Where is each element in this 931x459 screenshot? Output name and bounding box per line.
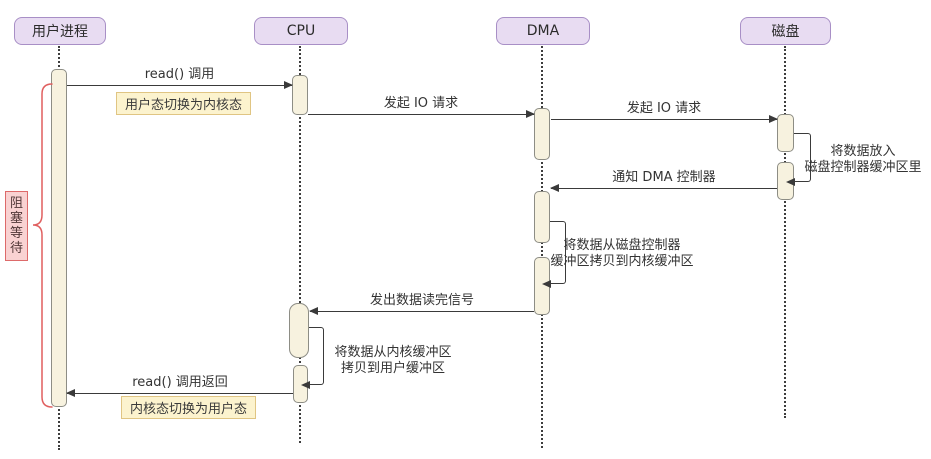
lifeline-header-dma: DMA [496,17,590,45]
arrowhead-left-icon [309,307,318,315]
message-label: 发起 IO 请求 [383,96,459,111]
lifeline-label: DMA [526,23,560,39]
message-notify-dma: 通知 DMA 控制器 [550,170,777,192]
lifeline-cpu [299,46,301,443]
lifeline-header-user-process: 用户进程 [14,17,106,45]
message-label: read() 调用返回 [132,375,228,390]
arrowhead-right-icon [284,81,293,89]
message-data-read-done: 发出数据读完信号 [309,293,534,315]
arrowhead-left-icon [542,280,551,288]
arrowhead-left-icon [550,184,559,192]
lifeline-header-disk: 磁盘 [740,17,831,45]
blocking-brace [32,83,53,408]
message-label: read() 调用 [144,67,215,82]
self-loop-disk [786,133,811,186]
activation-disk-1 [777,114,794,152]
message-io-request-cpu-dma: 发起 IO 请求 [308,96,535,118]
message-read-return: read() 调用返回 [66,375,293,397]
activation-cpu-2 [289,303,309,358]
note-blocking-wait: 阻塞等待 [5,191,28,261]
label-put-data-disk-buffer: 将数据放入 磁盘控制器缓冲区里 [804,144,922,175]
activation-dma-2 [534,191,550,243]
message-io-request-dma-disk: 发起 IO 请求 [551,101,778,123]
note-switch-to-kernel: 用户态切换为内核态 [116,92,252,115]
activation-cpu-1 [292,75,308,115]
message-label: 发起 IO 请求 [626,101,702,116]
lifeline-label: 磁盘 [771,24,800,40]
self-loop-cpu [301,327,324,389]
label-copy-kernel-to-user: 将数据从内核缓冲区 拷贝到用户缓冲区 [334,345,452,376]
label-copy-disk-to-kernel: 将数据从磁盘控制器 缓冲区拷贝到内核缓冲区 [550,238,694,269]
self-loop-dma [542,221,566,288]
activation-dma-1 [534,108,550,160]
arrowhead-left-icon [301,381,310,389]
activation-user-process [51,69,67,407]
message-label: 通知 DMA 控制器 [612,170,716,185]
lifeline-disk [784,46,786,418]
arrowhead-right-icon [526,110,535,118]
lifeline-header-cpu: CPU [254,17,348,45]
arrowhead-left-icon [66,389,75,397]
lifeline-label: CPU [286,23,316,39]
lifeline-label: 用户进程 [32,24,88,40]
lifeline-dma [541,46,543,448]
arrowhead-left-icon [786,178,795,186]
note-switch-to-user: 内核态切换为用户态 [121,396,257,419]
message-read-call: read() 调用 [67,67,293,89]
message-label: 发出数据读完信号 [369,293,474,308]
arrowhead-right-icon [769,115,778,123]
